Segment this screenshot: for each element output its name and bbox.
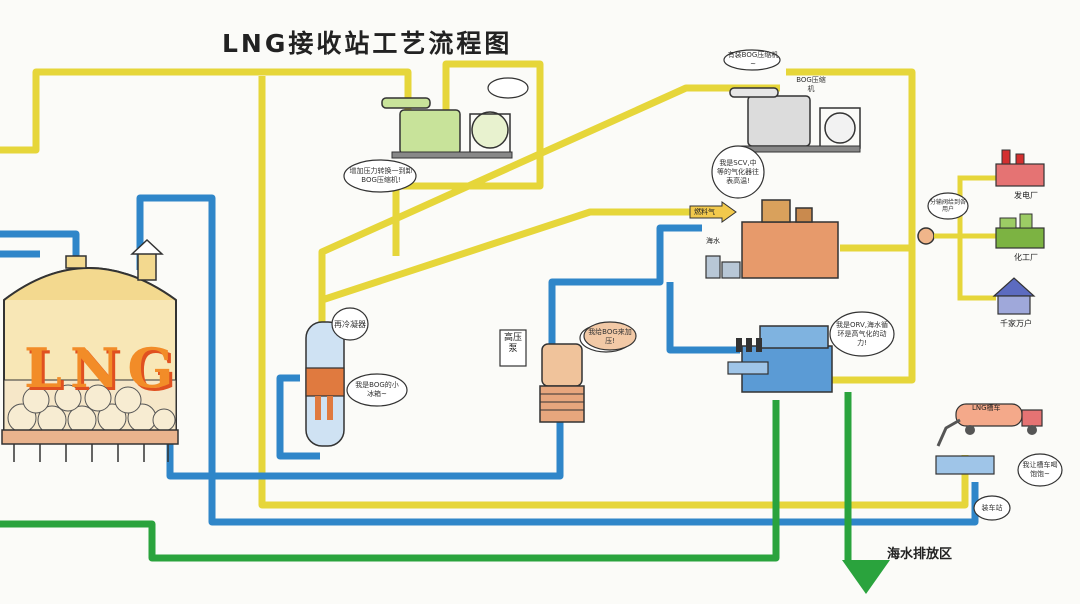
distribution-valve — [917, 227, 935, 245]
tank-roof — [3, 267, 177, 301]
scv-vaporizer — [705, 199, 839, 279]
recondenser — [305, 321, 345, 447]
truck-loading-bubble: 我让槽车喝饱饱~ — [1022, 461, 1058, 478]
top-hint-bubble: 有装BOG压缩机~ — [727, 51, 779, 68]
distributor-bubble: 分输阀给到各用户 — [930, 199, 967, 213]
households-label: 千家万户 — [1000, 319, 1032, 328]
tank-inlet-pipe — [0, 230, 80, 262]
compressor-loop-pipe — [392, 60, 544, 256]
bog-return-pipe — [258, 76, 969, 509]
power-plant-icon — [995, 149, 1045, 187]
bog-compressor-tag: BOG压缩机 — [796, 76, 826, 93]
truck-loading-station — [935, 403, 1043, 475]
outlet-arrow-icon — [842, 560, 890, 594]
tank-nozzle — [65, 255, 87, 269]
high-pressure-pump — [539, 343, 585, 423]
speech-bubbles — [331, 49, 1063, 521]
pump-bubble — [583, 321, 637, 351]
tank-label: LNG — [24, 336, 182, 400]
green-pipes — [0, 392, 890, 594]
pump-note-bubble: 我给BOG来加压! — [588, 328, 632, 345]
house-icon — [992, 277, 1036, 315]
recondenser-bubble: 再冷凝器 — [334, 319, 366, 329]
truck-station-bubble: 装车站 — [981, 503, 1003, 512]
tank-legs — [13, 444, 169, 462]
seawater-return-pipe — [0, 400, 780, 562]
fuel-gas-pipe — [320, 208, 702, 304]
seawater-outlet-label: 海水排放区 — [887, 547, 953, 562]
bog-header-pipe — [0, 68, 412, 154]
chemical-plant-icon — [995, 213, 1045, 249]
recondenser-note-bubble: 我是BOG的小冰箱~ — [355, 381, 399, 398]
chemical-plant-label: 化工厂 — [1014, 253, 1038, 262]
bog-compressor — [381, 97, 513, 159]
scv-bubble: 我是SCV,中等的气化器往表高温! — [717, 158, 759, 185]
orv-vaporizer — [727, 325, 833, 393]
seawater-label: 海水 — [706, 237, 720, 245]
page-title: LNG接收站工艺流程图 — [222, 29, 513, 58]
sendout-pipe — [786, 68, 916, 384]
blue-pipes — [0, 194, 979, 526]
pump-to-scv-pipe — [548, 224, 702, 374]
tank-vent — [137, 251, 157, 281]
hp-pump-label: 高压泵 — [503, 333, 522, 354]
orv-bubble: 我是ORV,海水循环是高气化的动力! — [835, 320, 888, 347]
pump-to-orv-pipe — [666, 282, 740, 354]
fuel-gas-arrow-icon — [689, 201, 737, 223]
lng-to-pump-pipe — [166, 404, 564, 480]
pump-tag — [499, 329, 527, 367]
vent-arrow-icon — [130, 238, 164, 255]
recondenser-bottom-pipe — [276, 374, 320, 460]
lng-tank — [1, 238, 179, 462]
lng-droplets — [7, 384, 176, 435]
power-plant-label: 发电厂 — [1014, 191, 1038, 200]
bog-compressor-2 — [729, 87, 861, 153]
fuel-gas-label: 燃料气 — [694, 208, 715, 216]
compressor-bubble: 增加压力转换一到卸BOG压缩机! — [349, 167, 413, 184]
truck-label: LNG槽车 — [972, 404, 1001, 412]
lng-loop-pipe — [136, 194, 979, 526]
tank-base — [1, 429, 179, 445]
